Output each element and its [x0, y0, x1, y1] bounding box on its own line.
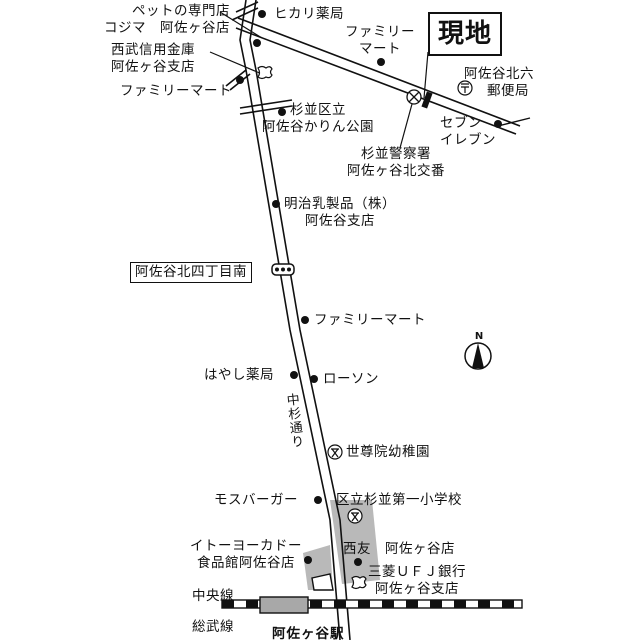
school-block: [330, 500, 380, 584]
label-seibu-shinkin: 西武信用金庫阿佐ヶ谷支店: [111, 42, 195, 75]
label-pet-shop: ペットの専門店コジマ 阿佐ヶ谷店: [104, 3, 230, 36]
label-familymart-3: ファミリーマート: [314, 312, 426, 328]
label-sobu-line: 総武線: [192, 619, 234, 635]
label-familymart-2: ファミリーマート: [345, 24, 415, 57]
label-familymart-1: ファミリーマート: [120, 83, 232, 99]
label-meiji: 明治乳製品（株）阿佐谷支店: [284, 196, 396, 229]
railway-line: [221, 596, 523, 614]
label-mufg: 三菱ＵＦＪ銀行阿佐ヶ谷支店: [368, 564, 466, 597]
diagonal-road: [235, 17, 521, 135]
elementary-school-icon: [347, 508, 363, 524]
bus-stop-icon: [271, 263, 295, 276]
label-elementary-school: 区立杉並第一小学校: [336, 492, 462, 508]
station-building: [259, 596, 309, 614]
north-label: N: [474, 331, 484, 342]
label-chuo-line: 中央線: [192, 588, 234, 604]
poi-dots: [236, 10, 502, 566]
label-seven-eleven: セブンイレブン: [440, 115, 496, 148]
station-plaza: [311, 573, 334, 591]
label-hikari-pharmacy: ヒカリ薬局: [274, 6, 344, 22]
police-box-icon: [406, 89, 422, 105]
label-kindergarten: 世尊院幼稚園: [346, 444, 430, 460]
bus-stop-label: 阿佐谷北四丁目南: [130, 262, 252, 283]
label-karin-park: 杉並区立阿佐谷かりん公園: [262, 102, 374, 135]
label-ito-yokado: イトーヨーカドー食品館阿佐谷店: [190, 538, 302, 571]
mufg-bank-icon: [351, 575, 367, 590]
station-label: 阿佐ヶ谷駅: [272, 626, 345, 642]
label-post-office: 阿佐谷北六郵便局: [464, 66, 534, 99]
label-hayashi-pharmacy: はやし薬局: [204, 367, 274, 383]
label-mos-burger: モスバーガー: [214, 492, 298, 508]
north-arrow-icon: [464, 342, 492, 370]
seibu-bank-icon: [257, 65, 273, 80]
label-police-box: 杉並警察署阿佐ヶ谷北交番: [347, 146, 445, 179]
park-cross-road: [239, 99, 293, 115]
destination-label: 現地: [428, 12, 502, 56]
kindergarten-icon: [327, 444, 343, 460]
label-lawson: ローソン: [323, 371, 379, 387]
post-office-icon: [457, 80, 473, 96]
label-seiyu: 西友 阿佐ヶ谷店: [343, 541, 455, 557]
site-marker: [421, 91, 433, 109]
